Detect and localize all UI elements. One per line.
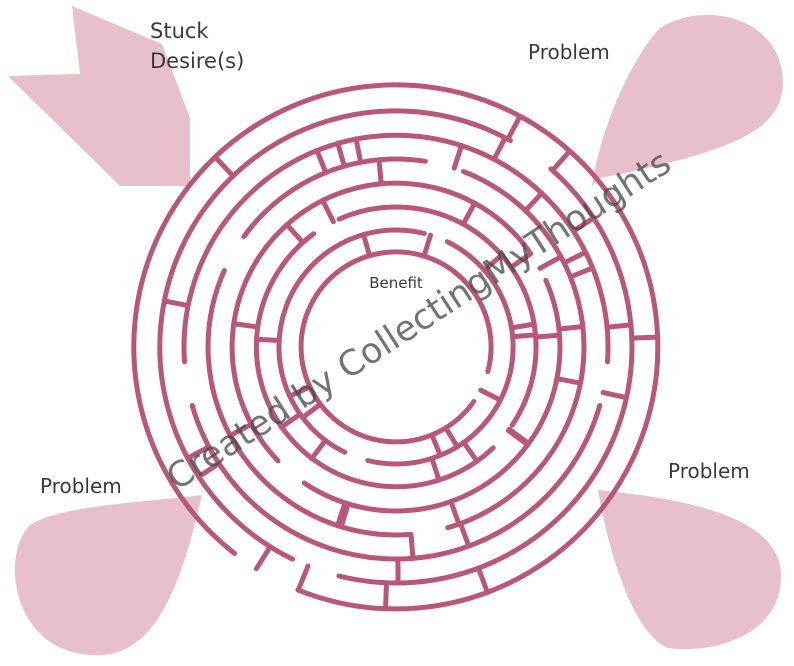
maze-ring-wall <box>229 180 532 464</box>
maze-radial-wall <box>567 265 596 280</box>
watermark-text: Created by CollectingMyThoughts <box>160 143 678 499</box>
maze-ring-wall <box>276 227 427 455</box>
maze-radial-wall <box>448 499 462 527</box>
maze-radial-wall <box>537 254 564 271</box>
maze-radial-wall <box>629 334 661 341</box>
maze-radial-wall <box>522 190 545 214</box>
maze-radial-wall <box>196 461 222 480</box>
maze-radial-wall <box>506 426 532 446</box>
maze-radial-wall <box>309 437 328 462</box>
problem-petal-top-right <box>592 14 783 187</box>
maze-radial-wall <box>478 387 503 403</box>
problem-label-bottom-left: Problem <box>40 474 122 498</box>
maze-radial-wall <box>505 113 523 142</box>
maze-radial-wall <box>443 425 460 450</box>
problem-petal-bottom-left <box>14 495 202 656</box>
maze-radial-wall <box>458 521 472 549</box>
problem-label-bottom-right: Problem <box>668 459 750 483</box>
maze-radial-wall <box>253 336 282 343</box>
maze-radial-wall <box>510 332 538 340</box>
maze-radial-wall <box>461 439 480 464</box>
maze-radial-wall <box>353 136 364 165</box>
maze-radial-wall <box>600 390 629 401</box>
maze-radial-wall <box>278 411 303 430</box>
maze-radial-wall <box>429 455 442 483</box>
maze-radial-wall <box>481 252 505 273</box>
maze-radial-wall <box>429 432 443 458</box>
maze-radial-wall <box>533 332 563 340</box>
maze-radial-wall <box>361 232 373 259</box>
maze-ring-wall <box>205 268 412 538</box>
maze-radial-wall <box>335 140 347 169</box>
problem-petal-bottom-right <box>598 490 781 650</box>
maze-ring-wall <box>157 108 513 562</box>
maze-radial-wall <box>554 376 583 386</box>
maze-radial-wall <box>231 321 260 330</box>
maze-radial-wall <box>475 565 490 595</box>
maze-radial-wall <box>287 384 313 399</box>
circular-maze <box>131 82 661 612</box>
maze-radial-wall <box>253 544 273 572</box>
maze-radial-wall <box>335 500 348 529</box>
maze-ring-wall <box>253 231 496 490</box>
maze-radial-wall <box>212 154 236 179</box>
maze-ring-wall <box>365 239 516 467</box>
maze-ring-wall <box>298 249 494 445</box>
maze-ring-wall <box>301 277 563 514</box>
maze-radial-wall <box>604 322 634 330</box>
maze-radial-wall <box>508 251 534 270</box>
maze-radial-wall <box>491 135 508 162</box>
maze-ring-wall <box>336 204 539 428</box>
maze-ring-wall <box>445 169 587 531</box>
maze-radial-wall <box>550 148 573 173</box>
maze-ring-wall <box>131 82 661 612</box>
stuck-label-line1: Stuck <box>150 19 209 43</box>
stuck-label-line2: Desire(s) <box>150 49 244 73</box>
maze-radial-wall <box>295 563 311 593</box>
maze-radial-wall <box>227 421 254 439</box>
maze-radial-wall <box>162 298 191 309</box>
maze-radial-wall <box>408 531 416 561</box>
maze-radial-wall <box>556 324 586 332</box>
maze-radial-wall <box>320 197 336 225</box>
maze-ring-wall <box>181 132 611 365</box>
maze-radial-wall <box>376 157 384 187</box>
maze-radial-wall <box>508 321 537 331</box>
maze-radial-wall <box>314 147 329 176</box>
problem-label-top-right: Problem <box>528 40 610 64</box>
maze-radial-wall <box>571 215 597 234</box>
stuck-desire-arrow <box>8 6 190 186</box>
maze-radial-wall <box>451 142 465 171</box>
maze-radial-wall <box>460 200 478 227</box>
maze-radial-wall <box>185 444 212 461</box>
maze-radial-wall <box>338 501 351 530</box>
maze-radial-wall <box>300 401 323 421</box>
maze-radial-wall <box>421 232 433 259</box>
center-benefit-label: Benefit <box>369 274 423 292</box>
maze-radial-wall <box>383 580 389 612</box>
maze-radial-wall <box>284 222 306 245</box>
maze-radial-wall <box>561 249 589 266</box>
maze-ring-wall <box>336 166 635 586</box>
